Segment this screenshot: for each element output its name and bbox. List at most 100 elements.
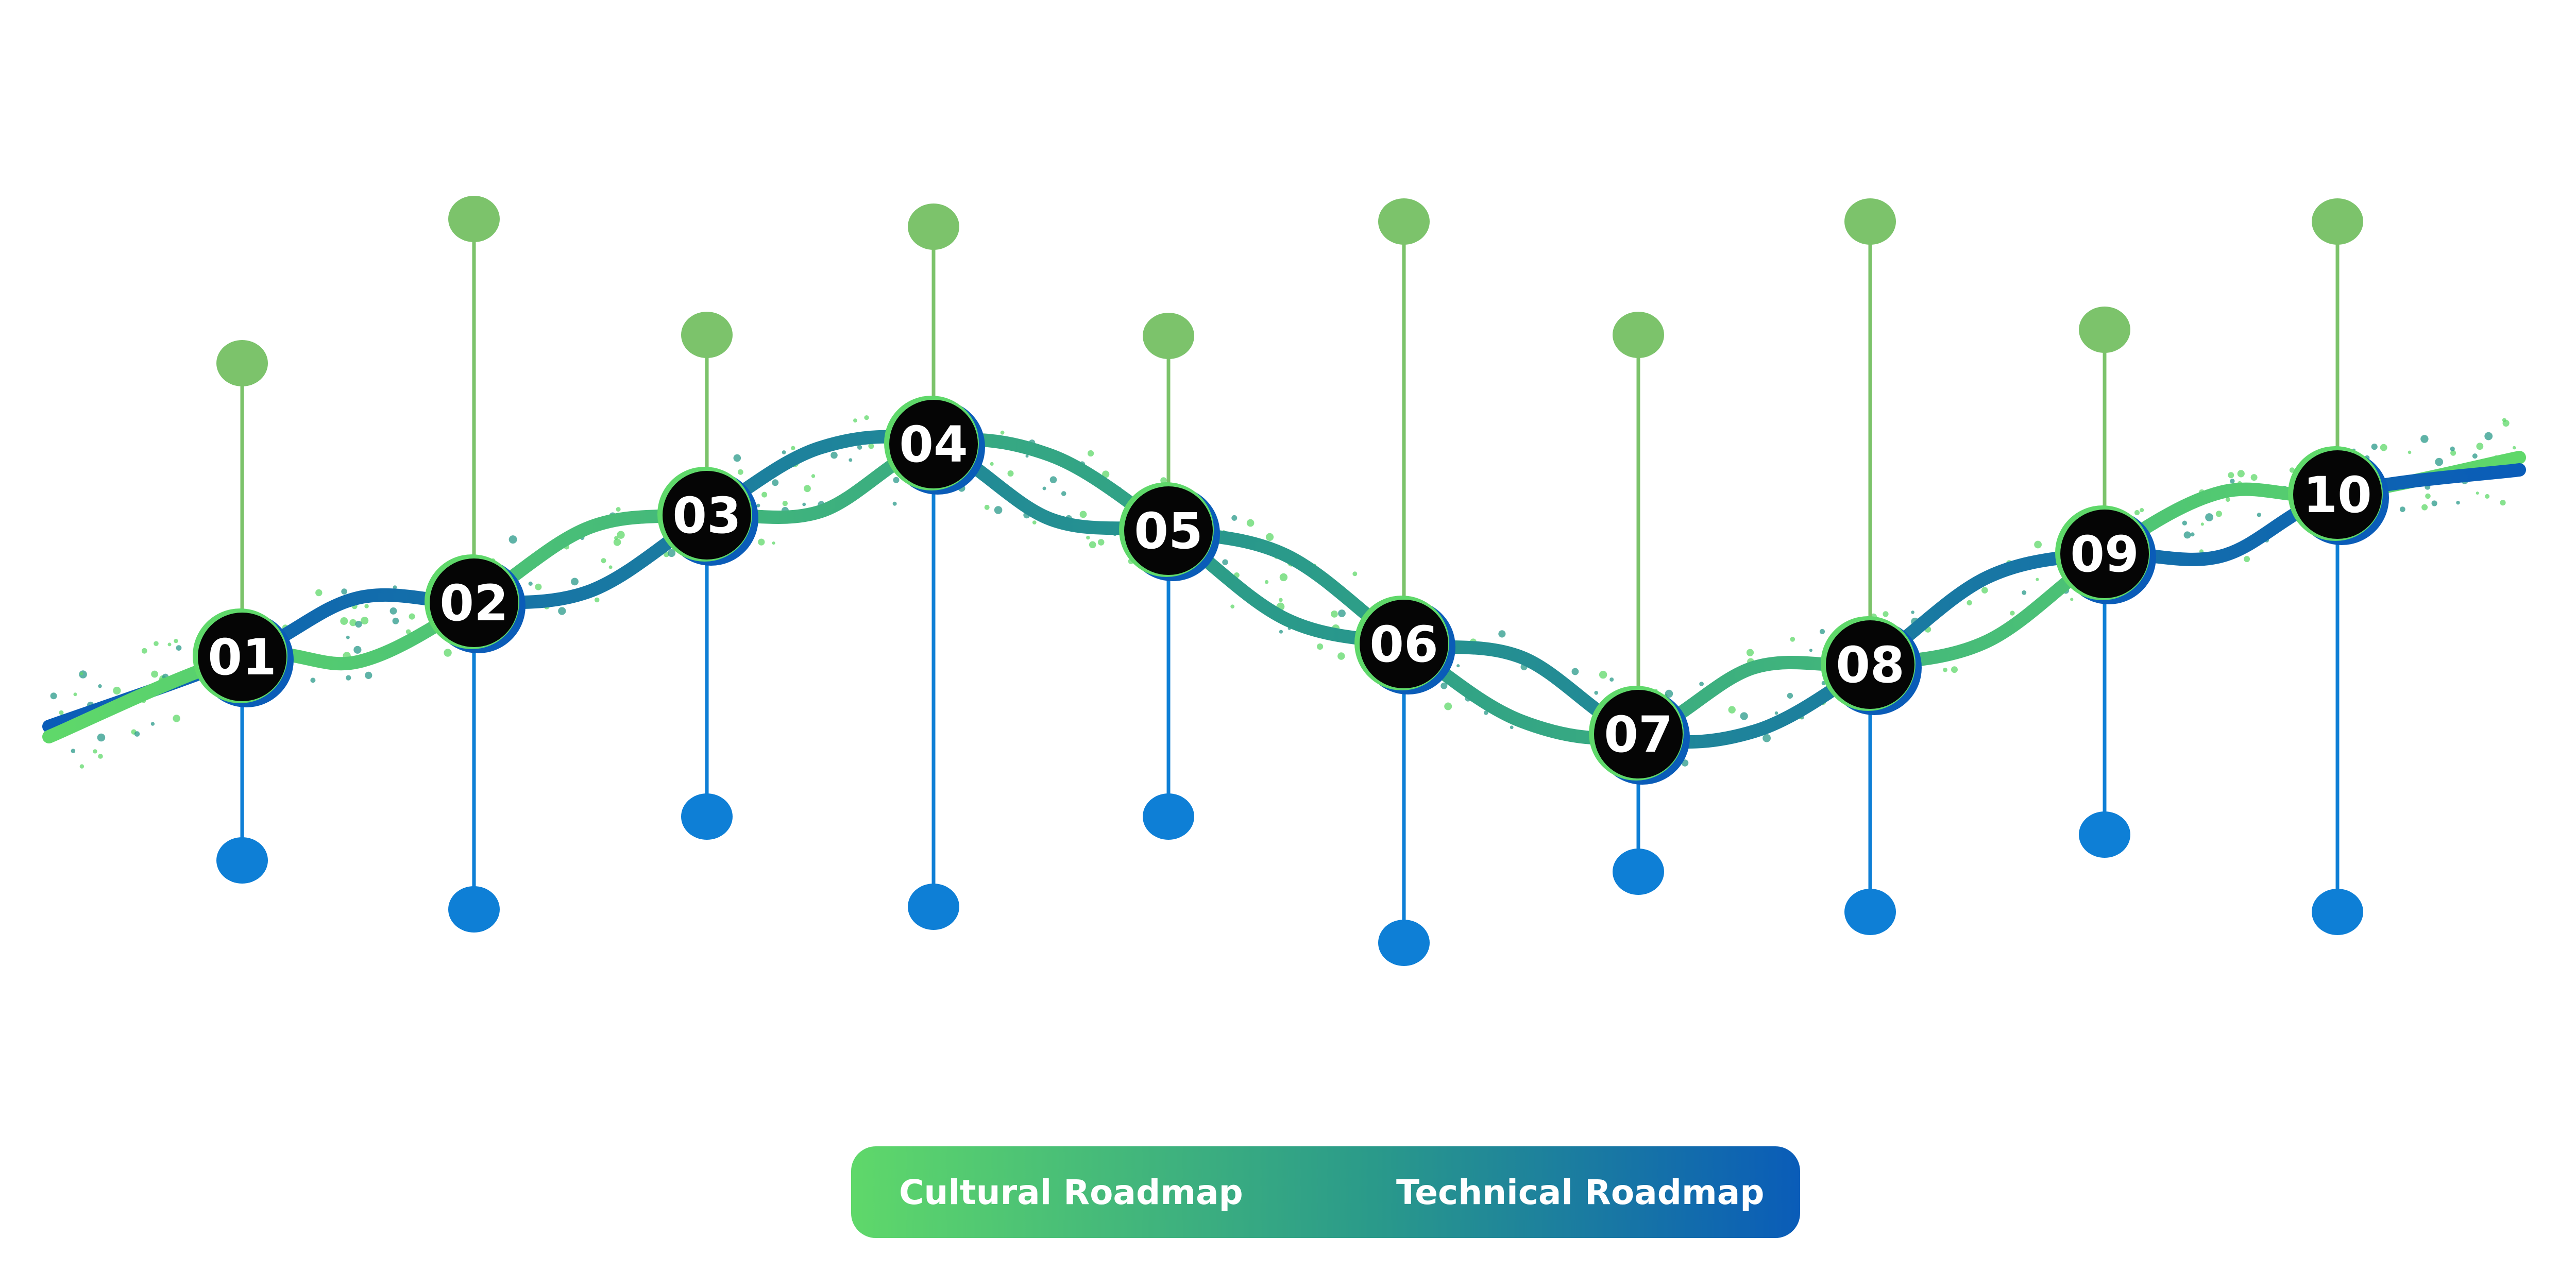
particle-dot xyxy=(2450,446,2455,451)
technical-endpoint-dot xyxy=(681,793,733,840)
cultural-endpoint-dot xyxy=(448,196,500,242)
particle-dot xyxy=(594,597,600,603)
particle-dot xyxy=(1222,559,1228,565)
particle-dot xyxy=(509,535,517,544)
milestone-number-label: 07 xyxy=(1604,706,1673,764)
particle-dot xyxy=(174,639,178,643)
particle-dot xyxy=(2431,500,2437,506)
particle-dot xyxy=(1246,519,1255,527)
particle-dot xyxy=(2225,497,2230,502)
milestone-node: 07 xyxy=(1589,686,1690,785)
particle-dot xyxy=(97,733,106,742)
particle-dot xyxy=(617,531,625,539)
technical-endpoint-dot xyxy=(2079,811,2130,858)
particle-dot xyxy=(1230,604,1235,609)
particle-dot xyxy=(80,672,83,675)
particle-dot xyxy=(892,501,897,506)
particle-dot xyxy=(761,492,768,498)
particle-dot xyxy=(365,671,372,679)
particle-dot xyxy=(1089,541,1096,549)
particle-dot xyxy=(2456,501,2460,505)
particle-dot xyxy=(1699,682,1704,686)
particle-dot xyxy=(1160,477,1167,484)
milestone-node-circle xyxy=(430,558,518,647)
milestone-node: 03 xyxy=(657,467,758,566)
particle-dot xyxy=(2215,511,2222,517)
particle-dot xyxy=(1042,486,1046,490)
particle-dot xyxy=(571,578,579,586)
particle-dot xyxy=(1728,706,1736,714)
milestone-node: 08 xyxy=(1821,616,1922,715)
cultural-endpoint-dot xyxy=(681,312,733,358)
particle-dot xyxy=(1911,611,1914,614)
particle-dot xyxy=(346,675,351,681)
particle-dot xyxy=(756,503,760,507)
milestone-node-circle xyxy=(198,613,286,701)
particle-dot xyxy=(528,581,533,586)
milestone-node: 01 xyxy=(193,608,294,707)
particle-dot xyxy=(405,629,411,634)
particle-dot xyxy=(1000,430,1005,435)
particle-dot xyxy=(2476,443,2484,450)
particle-dot xyxy=(616,507,621,512)
particle-dot xyxy=(1665,689,1673,698)
legend-bar: Cultural Roadmap Technical Roadmap xyxy=(851,1146,1800,1238)
particle-dot xyxy=(355,621,362,628)
particle-dot xyxy=(361,617,369,625)
particle-dot xyxy=(2250,474,2258,481)
particle-dot xyxy=(1510,725,1514,730)
particle-dot xyxy=(1943,667,1947,672)
particle-dot xyxy=(1790,637,1795,642)
technical-endpoint-dot xyxy=(1844,889,1896,935)
particle-dot xyxy=(758,538,765,546)
cultural-endpoint-dot xyxy=(908,204,959,250)
particle-dot xyxy=(93,749,97,754)
technical-endpoint-dot xyxy=(448,886,500,933)
particle-dot xyxy=(2399,506,2405,512)
particle-dot xyxy=(601,558,606,564)
particle-dot xyxy=(804,485,811,493)
milestone-number-label: 02 xyxy=(439,574,509,632)
particle-dot xyxy=(2183,531,2191,539)
technical-endpoint-dot xyxy=(1613,849,1664,895)
particle-dot xyxy=(535,583,542,590)
cultural-endpoint-dot xyxy=(216,340,268,386)
particle-dot xyxy=(2228,472,2234,479)
particle-dot xyxy=(71,749,76,753)
particle-dot xyxy=(2484,432,2493,440)
particle-dot xyxy=(782,501,788,506)
milestone-node: 02 xyxy=(425,554,526,653)
legend-technical-label: Technical Roadmap xyxy=(1396,1173,1765,1212)
milestone-number-label: 10 xyxy=(2303,466,2372,524)
milestone-node: 09 xyxy=(2055,505,2156,604)
particle-dot xyxy=(2010,611,2015,616)
particle-dot xyxy=(772,541,775,545)
particle-dot xyxy=(2237,470,2245,478)
technical-endpoint-dot xyxy=(1378,920,1430,966)
particle-dot xyxy=(310,677,316,683)
particle-dot xyxy=(444,649,452,657)
particle-dot xyxy=(2034,540,2042,549)
particle-dot xyxy=(1774,711,1778,715)
particle-dot xyxy=(2200,522,2204,526)
particle-dot xyxy=(984,504,990,510)
milestone-node: 06 xyxy=(1354,596,1455,694)
milestone-node-circle xyxy=(1360,600,1448,688)
particle-dot xyxy=(1571,668,1579,675)
particle-dot xyxy=(737,469,743,475)
particle-dot xyxy=(151,670,158,678)
milestone-node-circle xyxy=(1124,486,1213,575)
particle-dot xyxy=(2425,493,2431,499)
particle-dot xyxy=(1331,611,1338,618)
particle-dot xyxy=(2070,598,2074,601)
particle-dot xyxy=(613,538,621,546)
cultural-endpoint-dot xyxy=(1844,198,1896,245)
particle-dot xyxy=(791,446,795,450)
particle-dot xyxy=(2230,479,2235,484)
legend-cultural-label: Cultural Roadmap xyxy=(899,1173,1243,1212)
particle-dot xyxy=(1498,630,1506,638)
particle-dot xyxy=(176,645,182,651)
particle-dot xyxy=(1599,670,1607,679)
